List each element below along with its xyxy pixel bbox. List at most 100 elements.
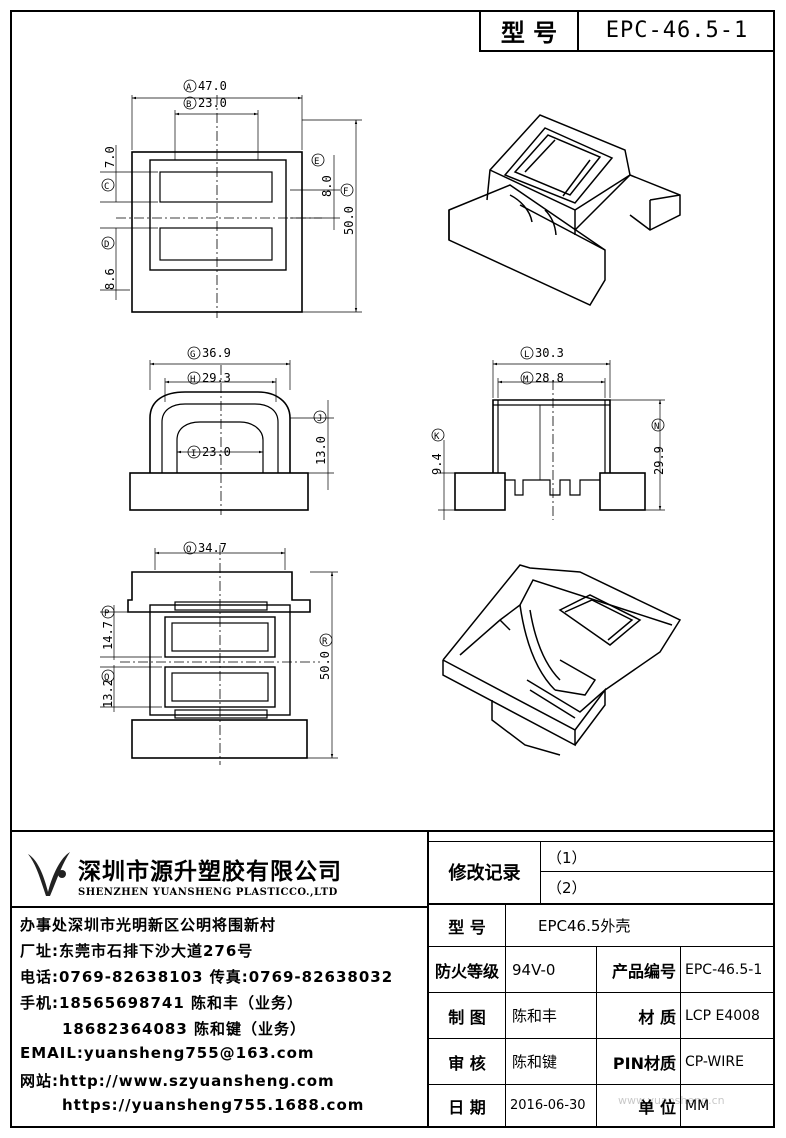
svg-text:30.3: 30.3 bbox=[535, 346, 564, 360]
dim-m: M 28.8 bbox=[520, 371, 564, 385]
dim-h: H 29.3 bbox=[187, 371, 231, 385]
dim-e: E8.0 bbox=[311, 153, 334, 197]
dimension-labels: A 47.0 B 23.0 C 7.0 D 8.6 E8.0 F 50.0 G 36.9 H… bbox=[101, 79, 666, 708]
svg-text:28.8: 28.8 bbox=[535, 371, 564, 385]
svg-text:50.0: 50.0 bbox=[318, 651, 332, 680]
dim-b: B 23.0 bbox=[183, 96, 227, 110]
unit-value: MM bbox=[685, 1097, 710, 1114]
dim-c: C 7.0 bbox=[101, 146, 117, 192]
svg-text:F: F bbox=[343, 187, 348, 197]
top-view bbox=[100, 95, 362, 318]
svg-text:P: P bbox=[104, 609, 110, 619]
email: EMAIL:yuansheng755@163.com bbox=[20, 1044, 315, 1062]
website-1: 网站:http://www.szyuansheng.com bbox=[20, 1072, 335, 1090]
revision-2: （2） bbox=[547, 879, 587, 897]
front-view bbox=[129, 360, 334, 515]
header-model-label: 型 号 bbox=[479, 10, 577, 52]
separator bbox=[427, 830, 429, 1128]
dim-l: L 30.3 bbox=[520, 346, 564, 360]
svg-text:G: G bbox=[190, 350, 195, 360]
dim-q: Q13.2 bbox=[101, 669, 115, 708]
svg-text:A: A bbox=[186, 83, 192, 93]
company-name-en: SHENZHEN YUANSHENG PLASTICCO.,LTD bbox=[78, 887, 338, 898]
website-2: https://yuansheng755.1688.com bbox=[62, 1096, 365, 1114]
separator bbox=[10, 906, 427, 908]
date-label: 日 期 bbox=[429, 1085, 506, 1126]
isometric-view-top bbox=[448, 114, 681, 306]
watermark: www.yuansheng.cn bbox=[618, 1094, 725, 1107]
svg-text:29.3: 29.3 bbox=[202, 371, 231, 385]
dim-k: K 9.4 bbox=[430, 428, 445, 475]
bottom-view bbox=[100, 545, 338, 765]
product-no-value: EPC-46.5-1 bbox=[681, 947, 775, 993]
svg-text:D: D bbox=[104, 240, 109, 250]
dim-o: O 34.7 bbox=[183, 541, 227, 555]
svg-text:36.9: 36.9 bbox=[202, 346, 231, 360]
dim-i: I 23.0 bbox=[187, 445, 231, 459]
svg-text:O: O bbox=[186, 545, 191, 555]
drawn-by-label: 制 图 bbox=[429, 993, 506, 1039]
dim-d: D 8.6 bbox=[101, 236, 117, 290]
svg-text:R: R bbox=[322, 637, 328, 647]
svg-text:8.6: 8.6 bbox=[103, 268, 117, 290]
svg-text:23.0: 23.0 bbox=[198, 96, 227, 110]
isometric-view-bottom bbox=[442, 564, 682, 756]
fire-rating-label: 防火等级 bbox=[429, 947, 506, 993]
material-value: LCP E4008 bbox=[681, 993, 775, 1039]
svg-text:50.0: 50.0 bbox=[342, 206, 356, 235]
phone-fax: 电话:0769-82638103 传真:0769-82638032 bbox=[20, 968, 394, 986]
separator bbox=[429, 903, 775, 905]
svg-text:23.0: 23.0 bbox=[202, 445, 231, 459]
dim-f: F 50.0 bbox=[340, 183, 356, 235]
mobile-2: 18682364083 陈和键（业务） bbox=[62, 1020, 307, 1038]
svg-text:8.0: 8.0 bbox=[320, 175, 334, 197]
svg-text:14.7: 14.7 bbox=[101, 621, 115, 650]
model-label: 型 号 bbox=[429, 905, 506, 947]
review-value: 陈和键 bbox=[506, 1039, 597, 1085]
company-logo bbox=[28, 852, 70, 896]
dim-a: A 47.0 bbox=[183, 79, 227, 93]
svg-text:M: M bbox=[523, 375, 529, 385]
office-address: 办事处深圳市光明新区公明将围新村 bbox=[20, 916, 277, 934]
svg-text:N: N bbox=[654, 422, 659, 432]
dim-r: R 50.0 bbox=[318, 633, 333, 680]
svg-text:13.0: 13.0 bbox=[314, 436, 328, 465]
svg-text:J: J bbox=[317, 414, 322, 424]
svg-text:Q: Q bbox=[104, 673, 109, 683]
svg-text:I: I bbox=[191, 449, 196, 459]
dim-n: N 29.9 bbox=[651, 418, 666, 475]
svg-text:47.0: 47.0 bbox=[198, 79, 227, 93]
dim-j: J 13.0 bbox=[313, 410, 328, 465]
svg-text:7.0: 7.0 bbox=[103, 146, 117, 168]
svg-text:9.4: 9.4 bbox=[430, 453, 444, 475]
date-value: 2016-06-30 bbox=[506, 1085, 597, 1126]
svg-text:13.2: 13.2 bbox=[101, 679, 115, 708]
unit-label: 单 位 bbox=[597, 1085, 681, 1126]
factory-address: 厂址:东莞市石排下沙大道276号 bbox=[20, 942, 254, 960]
drawing-frame bbox=[10, 10, 775, 1128]
company-name-cn: 深圳市源升塑胶有限公司 bbox=[78, 859, 342, 885]
drawn-by-value: 陈和丰 bbox=[506, 993, 597, 1039]
svg-text:K: K bbox=[434, 432, 440, 442]
product-no-label: 产品编号 bbox=[597, 947, 681, 993]
dim-g: G 36.9 bbox=[187, 346, 231, 360]
dim-p: P 14.7 bbox=[101, 605, 115, 650]
svg-text:29.9: 29.9 bbox=[652, 446, 666, 475]
svg-text:L: L bbox=[524, 350, 529, 360]
title-block bbox=[10, 830, 775, 1128]
separator bbox=[429, 841, 775, 842]
svg-text:B: B bbox=[186, 100, 191, 110]
header-model-value: EPC-46.5-1 bbox=[577, 10, 775, 52]
mobile-1: 手机:18565698741 陈和丰（业务） bbox=[20, 994, 304, 1012]
svg-text:H: H bbox=[190, 375, 195, 385]
revision-1: （1） bbox=[541, 843, 775, 872]
material-label: 材 质 bbox=[597, 993, 681, 1039]
pin-material-value: CP-WIRE bbox=[681, 1039, 775, 1085]
technical-drawing: A 47.0 B 23.0 C 7.0 D 8.6 E8.0 F 50.0 G 36.9 H… bbox=[100, 79, 682, 765]
model-value: EPC46.5外壳 bbox=[506, 905, 775, 947]
side-view bbox=[438, 360, 665, 520]
svg-text:34.7: 34.7 bbox=[198, 541, 227, 555]
svg-text:E: E bbox=[314, 157, 319, 167]
review-label: 审 核 bbox=[429, 1039, 506, 1085]
svg-text:C: C bbox=[104, 182, 109, 192]
